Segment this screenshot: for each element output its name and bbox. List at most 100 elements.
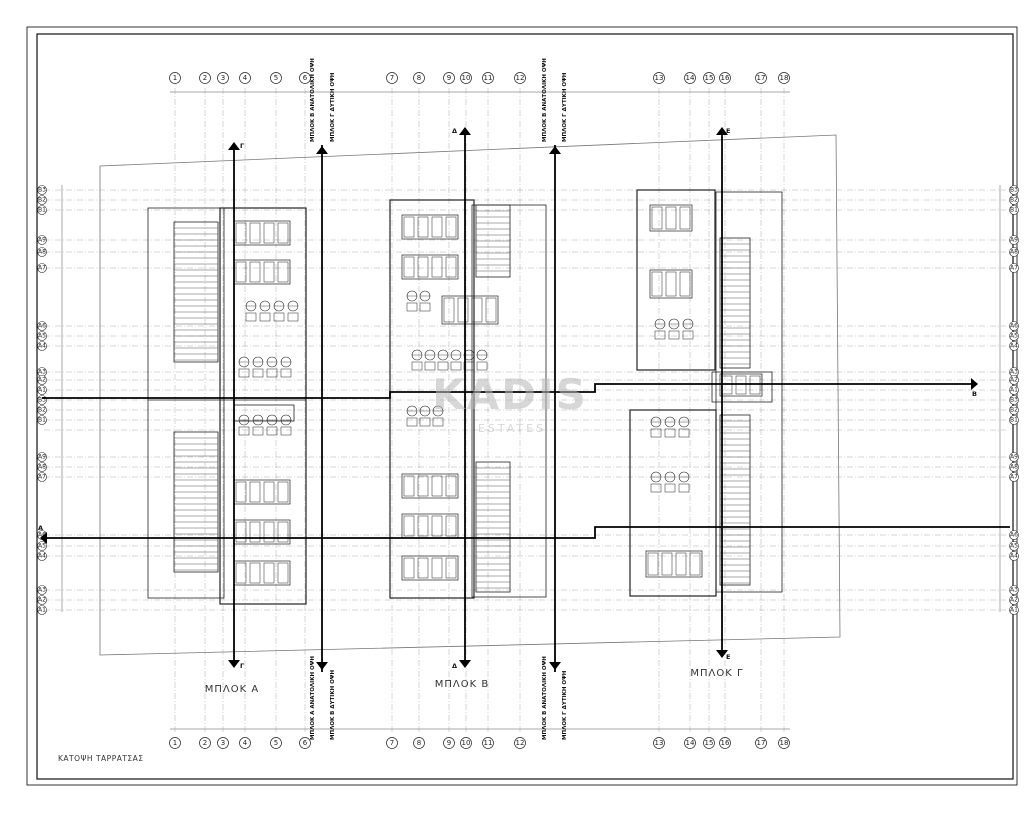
block-label-a: ΜΠΛΟΚ Α [205, 684, 259, 695]
solar-panel [263, 562, 275, 584]
heater-unit [238, 368, 250, 378]
block-a-stair-treads [174, 227, 218, 571]
site-boundary [99, 134, 841, 656]
row-number: A8 [38, 249, 46, 256]
tank-group [401, 473, 459, 499]
heater-unit [424, 361, 436, 371]
column-bubble [199, 737, 211, 749]
block-c-stair-north [719, 237, 751, 369]
solar-panel [665, 206, 677, 230]
solar-panel [431, 515, 443, 537]
column-bubble [443, 72, 455, 84]
row-number: B3 [38, 397, 46, 404]
drawing-title: ΚΑΤΟΨΗ ΤΑΡΡΑΤΣΑΣ [58, 754, 144, 763]
row-bubble [37, 185, 47, 195]
solar-panel [277, 521, 289, 543]
row-bubble [1009, 530, 1019, 540]
row-number: A9 [1010, 237, 1018, 244]
view-label-bottom-1: ΜΠΛΟΚ Α ΑΝΑΤΟΛΙΚΗ ΟΨΗ [310, 656, 316, 740]
row-bubble [1009, 195, 1019, 205]
tank-frame [645, 550, 703, 578]
column-bubble [386, 737, 398, 749]
row-number: A3 [38, 587, 46, 594]
row-number: A4 [1010, 553, 1018, 560]
heater-unit [664, 483, 676, 493]
solar-panel [443, 297, 455, 323]
watermark: KADIS ESTATES [432, 370, 586, 435]
column-number: 14 [686, 739, 695, 747]
solar-panel [417, 475, 429, 497]
solar-panel [647, 552, 659, 576]
marker-label-alpha: Α [38, 524, 43, 532]
solar-panel [679, 271, 691, 297]
solar-panel [235, 261, 247, 283]
tank-frame [401, 214, 459, 240]
solar-panel [235, 481, 247, 503]
heater-unit [682, 330, 694, 340]
marker-east-a-top [316, 146, 328, 154]
tank-group [649, 204, 693, 232]
column-bubble [684, 737, 696, 749]
marker-label-gamma-bottom: Γ [240, 662, 244, 670]
block-c-link [711, 371, 773, 403]
row-number: A2 [38, 377, 46, 384]
row-bubble [1009, 415, 1019, 425]
row-bubble [37, 405, 47, 415]
column-number: 8 [417, 739, 421, 747]
heater-unit [406, 417, 418, 427]
row-bubble [37, 585, 47, 595]
block-label-b: ΜΠΛΟΚ Β [435, 679, 489, 690]
row-bubble [37, 235, 47, 245]
heater-unit [259, 312, 271, 322]
heater-unit [668, 330, 680, 340]
view-label-top-2: ΜΠΛΟΚ Γ ΔΥΤΙΚΗ ΟΨΗ [330, 72, 336, 142]
solar-panel [651, 206, 663, 230]
row-bubble [37, 541, 47, 551]
row-bubble [1009, 551, 1019, 561]
tank-frame [401, 254, 459, 280]
solar-panel [417, 216, 429, 238]
tank-group [649, 269, 693, 299]
solar-panel [249, 562, 261, 584]
column-bubble [270, 72, 282, 84]
block-a-west-wing [147, 207, 225, 599]
marker-label-delta-bottom: Δ [452, 662, 457, 670]
tank-frame [649, 269, 693, 299]
column-number: 7 [390, 739, 394, 747]
tank-group [441, 295, 499, 325]
block-b-stair-south [475, 461, 511, 593]
row-bubble [1009, 341, 1019, 351]
row-number: B3 [1010, 397, 1018, 404]
tank-frame [233, 479, 291, 505]
column-number: 5 [274, 739, 278, 747]
marker-label-epsilon-bottom: Ε [726, 653, 730, 661]
column-bubble [169, 72, 181, 84]
row-bubble [37, 551, 47, 561]
column-bubble [460, 737, 472, 749]
column-bubble [719, 72, 731, 84]
heater-unit [650, 483, 662, 493]
row-bubble [1009, 585, 1019, 595]
heater-unit [678, 483, 690, 493]
tank-group [719, 373, 763, 397]
block-a-water-tanks [233, 220, 299, 586]
solar-panel [721, 375, 733, 395]
row-bubble [1009, 405, 1019, 415]
row-bubble [1009, 472, 1019, 482]
row-bubble [1009, 462, 1019, 472]
row-number: B1 [1010, 417, 1018, 424]
heater-unit [654, 330, 666, 340]
solar-panel [445, 515, 457, 537]
tank-frame [233, 220, 291, 246]
column-number: 10 [462, 739, 471, 747]
solar-panel [445, 475, 457, 497]
tank-frame [441, 295, 499, 325]
row-number: B1 [38, 207, 46, 214]
tank-frame [401, 513, 459, 539]
row-number: A4 [38, 343, 46, 350]
column-number: 3 [221, 74, 225, 82]
column-number: 6 [303, 74, 308, 82]
column-number: 9 [447, 739, 451, 747]
marker-label-delta-top: Δ [452, 127, 457, 135]
